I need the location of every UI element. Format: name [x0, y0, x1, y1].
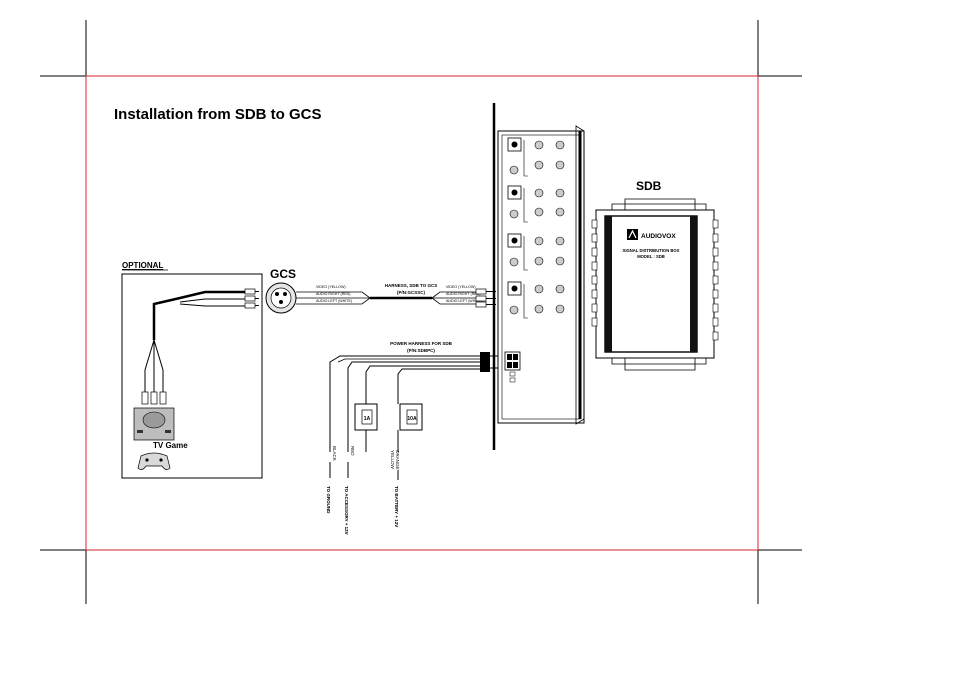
sdb-front-view: SDB [591, 179, 719, 371]
sdb-power-socket [504, 351, 521, 383]
sdb-side-panel [492, 103, 585, 450]
optional-box [121, 273, 263, 479]
wire-orange-label: ORANGE [395, 450, 400, 470]
crop-marks [40, 20, 802, 604]
sdb-line2: MODEL : SDB [637, 254, 665, 259]
gcs-label: GCS [270, 267, 296, 281]
audiovox-logo-icon [627, 229, 638, 240]
sdb-port-group-2 [507, 185, 565, 223]
trim-frame [85, 75, 759, 551]
wire-yellow-label: YELLOW [390, 450, 395, 470]
harness-section: HARNESS, SDB TO GCS (P/N:GCSSC) VIDEO (Y… [370, 283, 496, 308]
sdb-port-group-1 [507, 137, 565, 177]
gcs-audio-right-label: AUDIO RIGHT (RED) [316, 292, 350, 296]
power-harness-section: POWER HARNESS FOR SDB (P/N:SDBPC) 1A 10A [326, 341, 506, 535]
sdb-brand: AUDIOVOX [641, 233, 676, 240]
fuse-1a-label: 1A [364, 416, 371, 422]
page-title: Installation from SDB to GCS [114, 106, 322, 123]
fuse-10a: 10A [399, 403, 423, 431]
sdb-line1: SIGNAL DISTRIBUTION BOX [623, 248, 680, 253]
game-console-icon [133, 407, 175, 441]
fuse-10a-label: 10A [407, 416, 417, 422]
harness-title: HARNESS, SDB TO GCS [385, 283, 437, 288]
wire-red-label: RED [350, 446, 355, 456]
gcs-section: GCS VIDEO (YELLOW) AUDIO RIGHT (RED) AUD… [265, 267, 371, 314]
sdb-port-group-4 [507, 281, 565, 319]
to-accessory-label: TO ACCESSORY + 12V [344, 486, 349, 535]
harness-audio-left-label: AUDIO LEFT (WHITE) [446, 299, 482, 303]
gcs-audio-left-label: AUDIO LEFT (WHITE) [316, 299, 352, 303]
harness-audio-right-label: AUDIO RIGHT (RED) [446, 292, 480, 296]
to-ground-label: TO GROUND [326, 486, 331, 514]
sdb-port-group-3 [507, 233, 565, 271]
power-plug [480, 352, 490, 372]
power-harness-title: POWER HARNESS FOR SDB [390, 341, 453, 346]
rca-plugs-harness [475, 288, 496, 308]
to-battery-label: TO BATTERY + 12V [394, 486, 399, 527]
power-harness-part-number: (P/N:SDBPC) [407, 348, 435, 353]
harness-part-number: (P/N:GCSSC) [397, 290, 426, 295]
tv-game-label: TV Game [153, 441, 188, 450]
gamepad-icon [137, 452, 171, 470]
rca-plugs-optional [244, 288, 259, 309]
av-connector-icon [265, 282, 297, 314]
harness-video-label: VIDEO (YELLOW) [446, 285, 476, 289]
optional-label: OPTIONAL [122, 261, 163, 270]
sdb-label: SDB [636, 179, 662, 193]
gcs-video-label: VIDEO (YELLOW) [316, 285, 346, 289]
fuse-1a: 1A [354, 403, 378, 431]
wire-black-label: BLACK [332, 446, 337, 461]
optional-section: OPTIONAL [121, 261, 263, 479]
